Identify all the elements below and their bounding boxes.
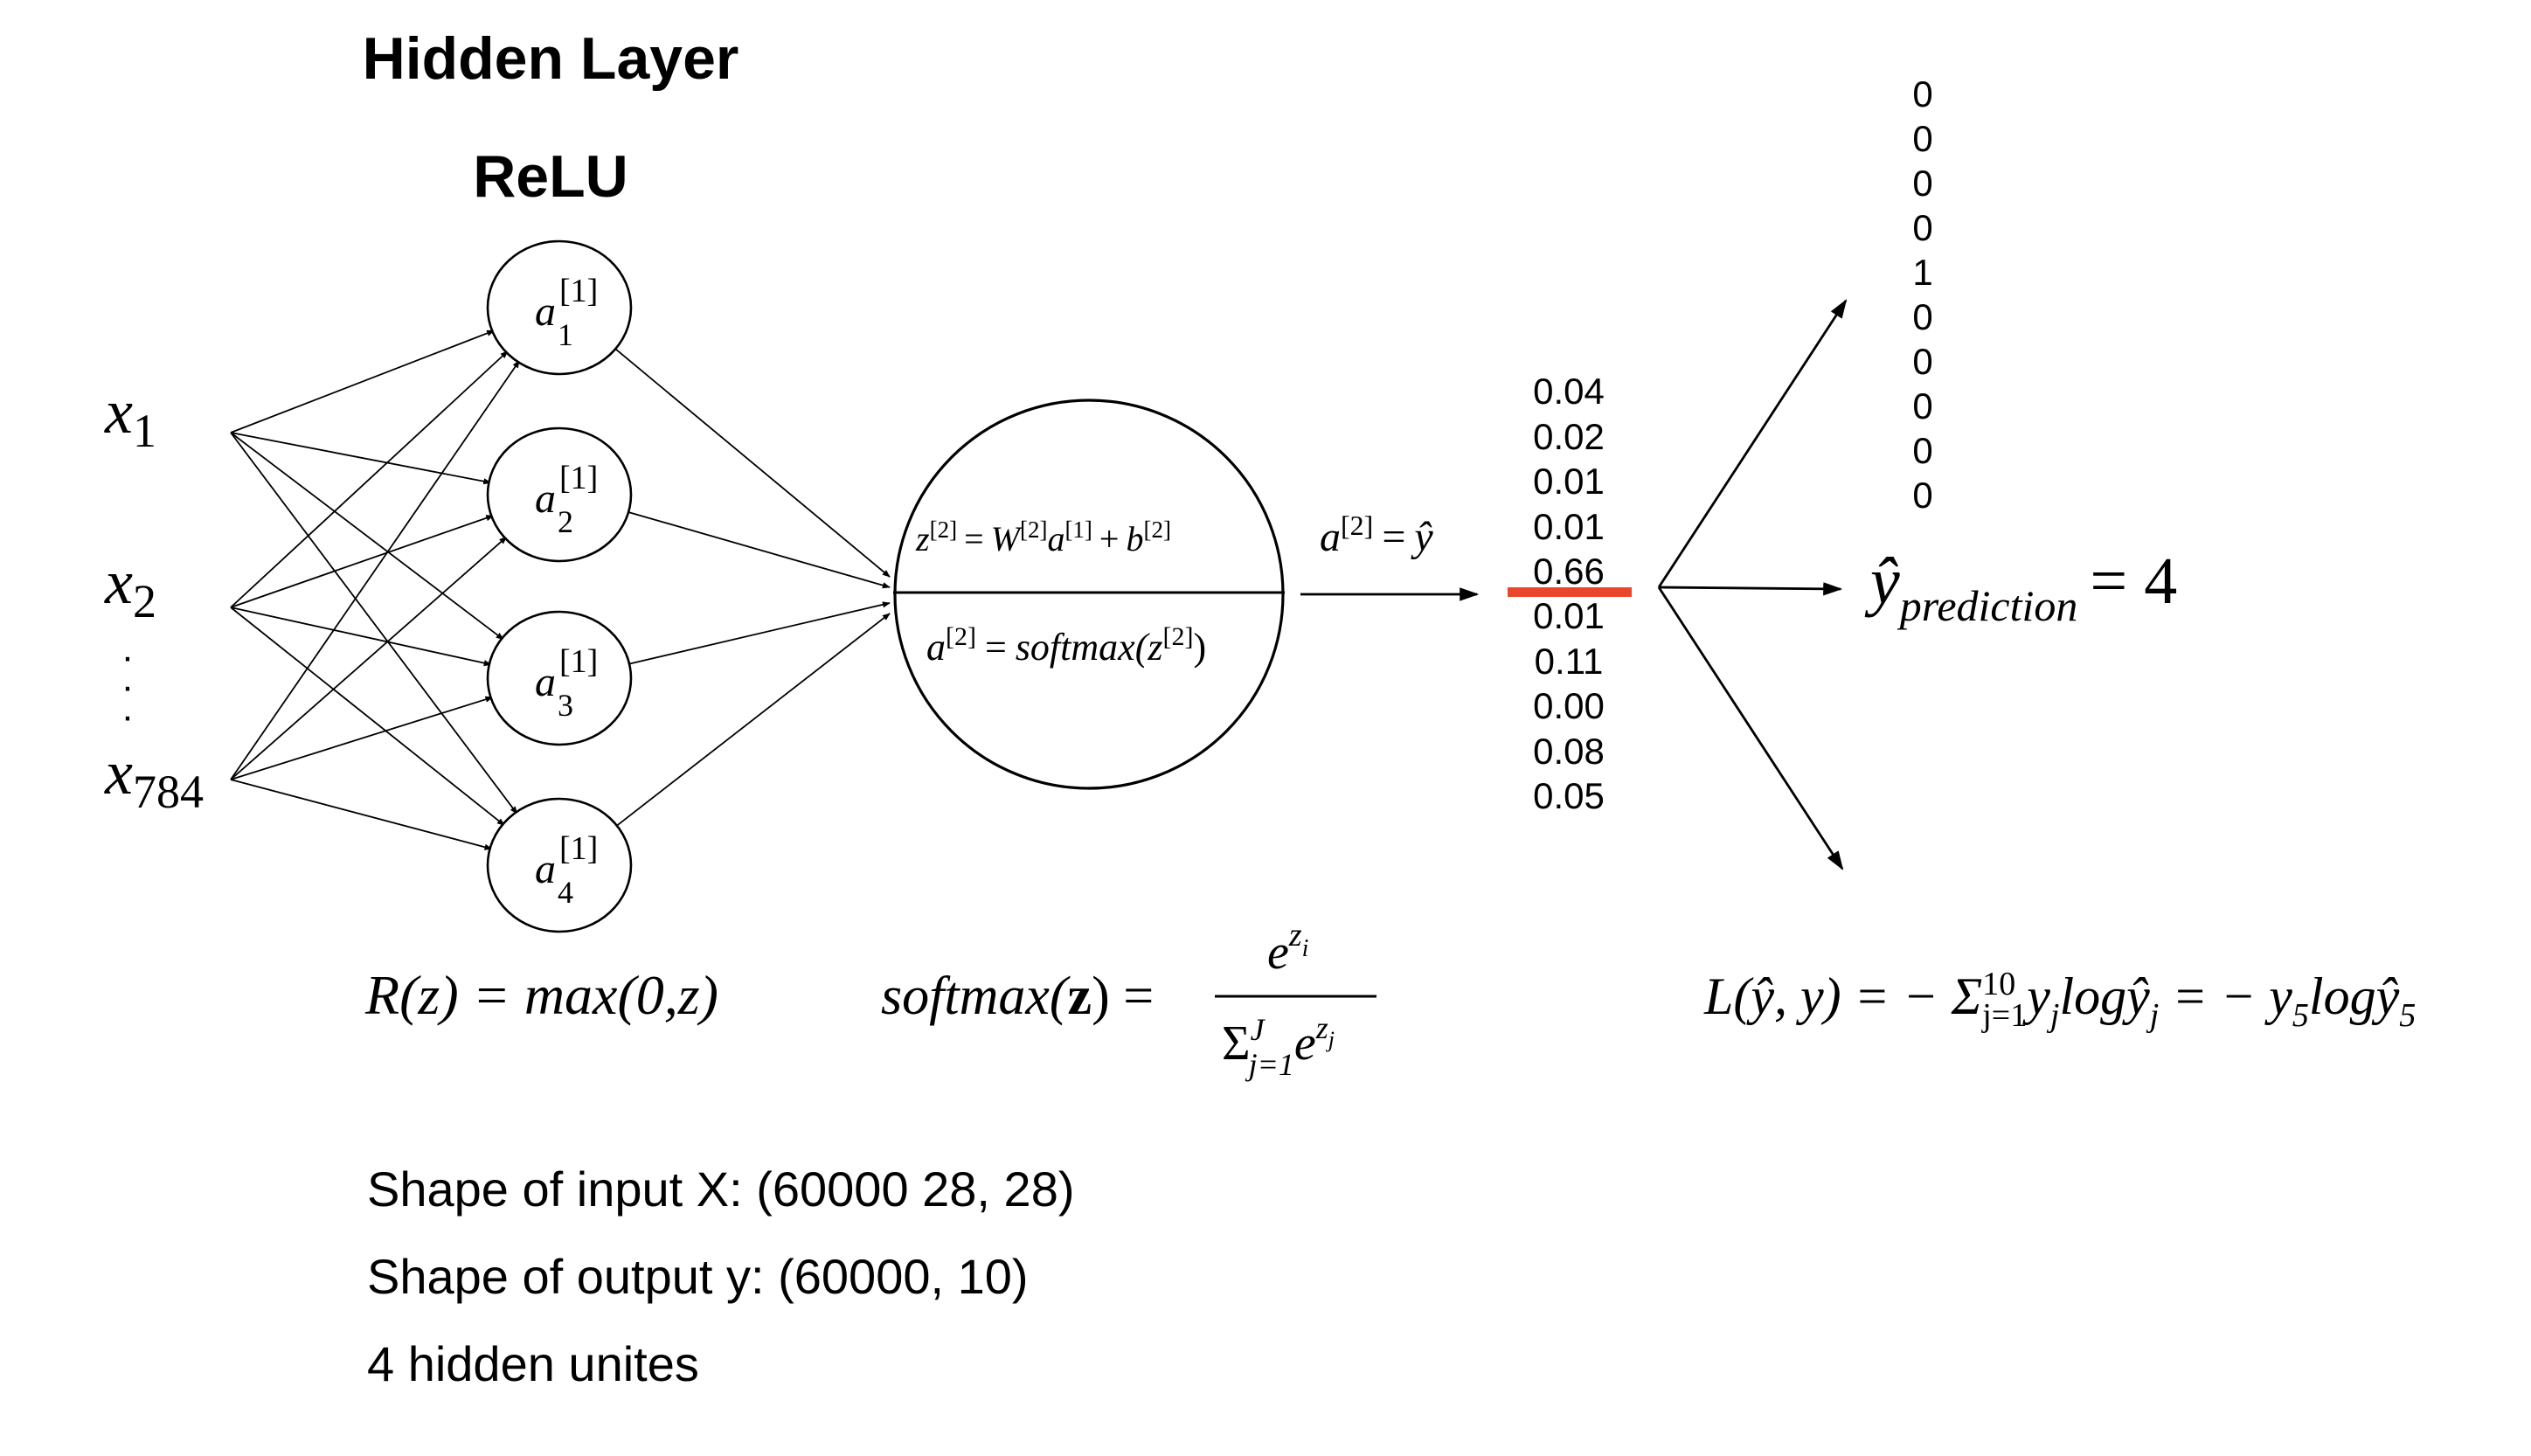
network-edge <box>628 601 891 665</box>
hidden-unit-2: a [1] 2 <box>486 426 633 563</box>
probability-value: 0.08 <box>1533 731 1605 772</box>
probability-value: 0.00 <box>1533 685 1605 726</box>
svg-text:a: a <box>535 846 556 892</box>
one-hot-value: 0 <box>1912 430 1932 471</box>
svg-text:a: a <box>535 288 556 335</box>
svg-text:3: 3 <box>558 688 573 723</box>
one-hot-value: 0 <box>1912 385 1932 426</box>
note-input-shape: Shape of input X: (60000 28, 28) <box>367 1161 1074 1217</box>
network-edge <box>230 359 521 780</box>
hidden-unit-3: a [1] 3 <box>486 610 633 746</box>
input-x2-label: x2 <box>104 547 156 627</box>
input-to-hidden-edges <box>230 329 521 850</box>
probability-value: 0.01 <box>1533 461 1605 502</box>
input-x784-label: x784 <box>104 738 204 818</box>
one-hot-value: 0 <box>1912 73 1932 114</box>
input-ellipsis-dot: · <box>121 635 135 678</box>
input-x1-label: x1 <box>104 377 156 457</box>
input-ellipsis-dot: · <box>121 665 135 708</box>
output-linear-equation: z[2]=W[2]a[1]+b[2] <box>915 517 1171 558</box>
svg-text:ΣJj=1ezj: ΣJj=1ezj <box>1222 1010 1335 1082</box>
svg-text:a: a <box>535 659 556 705</box>
network-edge <box>230 607 492 667</box>
network-edge <box>628 511 891 589</box>
hidden-unit-4: a [1] 4 <box>486 797 633 933</box>
network-edge <box>230 432 492 485</box>
probability-value: 0.05 <box>1533 775 1605 816</box>
one-hot-value: 0 <box>1912 475 1932 516</box>
svg-text:[1]: [1] <box>559 273 598 309</box>
probability-column: 0.04 0.02 0.01 0.01 0.66 0.01 0.11 0.00 … <box>1533 371 1605 816</box>
note-hidden-units: 4 hidden unites <box>367 1336 699 1391</box>
svg-text:1: 1 <box>558 317 573 352</box>
branch-arrow-up <box>1657 299 1848 588</box>
one-hot-value: 0 <box>1912 207 1932 248</box>
probability-value: 0.04 <box>1533 371 1605 412</box>
network-edge <box>230 350 509 608</box>
network-edge <box>230 607 505 827</box>
output-activation-label: a[2]=ŷ <box>1320 510 1433 560</box>
network-edge <box>615 613 891 827</box>
probability-value: 0.01 <box>1533 506 1605 547</box>
network-edge <box>230 432 518 815</box>
one-hot-column: 0 0 0 0 1 0 0 0 0 0 <box>1912 73 1932 516</box>
network-edge <box>230 432 504 641</box>
network-edge <box>230 536 508 780</box>
output-softmax-equation: a[2]=softmax(z[2]) <box>926 622 1206 669</box>
probability-value: 0.02 <box>1533 416 1605 457</box>
svg-text:ezi: ezi <box>1267 917 1308 980</box>
svg-text:4: 4 <box>558 875 573 910</box>
one-hot-value: 1 <box>1912 252 1932 293</box>
probability-value: 0.66 <box>1533 551 1605 592</box>
probability-value: 0.11 <box>1535 641 1604 682</box>
relu-formula: R(z) = max(0,z) <box>364 964 718 1026</box>
network-edge <box>230 696 494 780</box>
svg-text:[1]: [1] <box>559 643 598 680</box>
max-probability-highlight <box>1508 587 1632 597</box>
hidden-unit-1: a [1] 1 <box>486 239 633 376</box>
one-hot-value: 0 <box>1912 341 1932 382</box>
hidden-to-output-edges <box>614 348 891 827</box>
one-hot-value: 0 <box>1912 118 1932 159</box>
network-edge <box>614 348 891 578</box>
output-node: z[2]=W[2]a[1]+b[2] a[2]=softmax(z[2]) <box>893 399 1285 790</box>
svg-text:softmax(z) =: softmax(z) = <box>881 967 1154 1026</box>
network-edge <box>230 329 496 433</box>
note-output-shape: Shape of output y: (60000, 10) <box>367 1249 1029 1304</box>
svg-text:[1]: [1] <box>559 830 598 867</box>
one-hot-value: 0 <box>1912 163 1932 204</box>
network-edge <box>230 515 495 608</box>
prediction-label: ŷprediction= 4 <box>1864 544 2177 630</box>
input-ellipsis-dot: · <box>121 695 135 738</box>
branch-arrow-right <box>1658 582 1843 596</box>
probability-value: 0.01 <box>1533 595 1605 636</box>
hidden-layer-heading: Hidden Layer <box>363 25 739 92</box>
network-edge <box>230 779 493 850</box>
svg-text:2: 2 <box>558 504 573 539</box>
activation-heading: ReLU <box>473 143 628 210</box>
svg-text:a: a <box>535 475 556 522</box>
one-hot-value: 0 <box>1912 296 1932 337</box>
svg-text:[1]: [1] <box>559 460 598 496</box>
branch-arrow-down <box>1657 586 1844 870</box>
